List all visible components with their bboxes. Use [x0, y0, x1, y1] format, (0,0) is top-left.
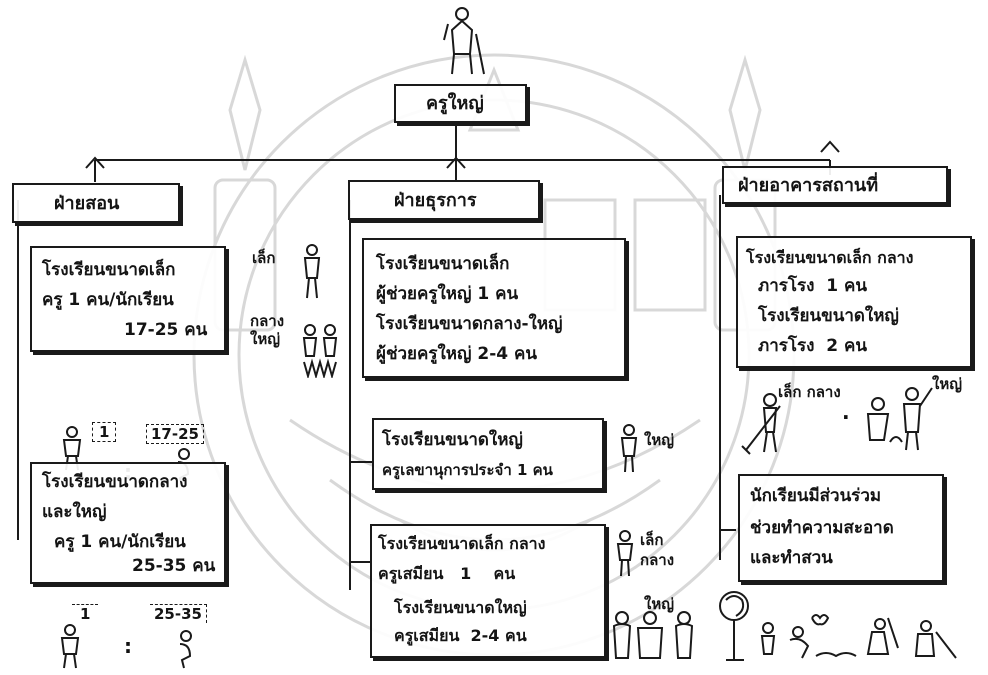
teacher-figure-icon-2	[60, 624, 80, 669]
janitor-size-small-medium-label: เล็ก กลาง	[778, 383, 841, 401]
teaching-small-line2: ครู 1 คน/นักเรียน	[42, 290, 174, 310]
janitors-group-icon	[866, 387, 933, 451]
teaching-large-line4: 25-35 คน	[132, 556, 216, 576]
teaching-department-header: ฝ่ายสอน	[12, 183, 180, 223]
secretary-figure-icon	[620, 424, 638, 473]
admin-assistants-box: โรงเรียนขนาดเล็ก ผู้ช่วยครูใหญ่ 1 คน โรง…	[362, 238, 626, 378]
teaching-large-line2: และใหญ่	[42, 502, 107, 522]
admin-department-header: ฝ่ายธุรการ	[348, 180, 540, 220]
facilities-janitor-line4: ภารโรง 2 คน	[758, 336, 868, 356]
facilities-students-box: นักเรียนมีส่วนร่วม ช่วยทำความสะอาด และทำ…	[738, 474, 944, 582]
assistant-figure-icon	[303, 244, 321, 299]
principal-figure-icon	[443, 7, 485, 75]
facilities-department-title: ฝ่ายอาคารสถานที่	[738, 175, 879, 196]
teacher-count-label-large: 1	[72, 604, 99, 623]
teaching-large-line1: โรงเรียนขนาดกลาง	[42, 472, 188, 492]
clerk-size-large-label: ใหญ่	[644, 595, 674, 613]
admin-clerk-line2: ครูเสมียน 1 คน	[378, 564, 516, 583]
teaching-small-school-box: โรงเรียนขนาดเล็ก ครู 1 คน/นักเรียน 17-25…	[30, 246, 226, 352]
teaching-department-title: ฝ่ายสอน	[54, 193, 120, 214]
admin-size-small-label: เล็ก	[252, 249, 276, 267]
facilities-janitor-box: โรงเรียนขนาดเล็ก กลาง ภารโรง 1 คน โรงเรี…	[736, 236, 972, 368]
clerk-size-small-label: เล็ก กลาง	[640, 531, 675, 569]
admin-assistants-line3: โรงเรียนขนาดกลาง-ใหญ่	[376, 314, 563, 334]
admin-assistants-line2: ผู้ช่วยครูใหญ่ 1 คน	[376, 284, 519, 304]
student-count-label: 17-25	[146, 424, 204, 444]
clerks-group-icon	[612, 611, 694, 659]
facilities-janitor-line1: โรงเรียนขนาดเล็ก กลาง	[746, 248, 914, 267]
facilities-janitor-line3: โรงเรียนขนาดใหญ่	[758, 306, 899, 326]
teaching-small-line1: โรงเรียนขนาดเล็ก	[42, 260, 176, 280]
admin-assistants-line1: โรงเรียนขนาดเล็ก	[376, 254, 510, 274]
janitor-sweeping-icon	[741, 393, 781, 455]
admin-size-medium-large-label: กลาง ใหญ่	[250, 312, 285, 348]
teaching-large-line3: ครู 1 คน/นักเรียน	[54, 532, 186, 552]
teacher-count-label: 1	[92, 422, 117, 442]
admin-clerk-line1: โรงเรียนขนาดเล็ก กลาง	[378, 534, 546, 553]
facilities-department-header: ฝ่ายอาคารสถานที่	[722, 166, 948, 204]
admin-secretary-box: โรงเรียนขนาดใหญ่ ครูเลขานุการประจำ 1 คน	[372, 418, 604, 490]
teaching-small-line3: 17-25 คน	[124, 320, 208, 340]
janitor-size-large-label: ใหญ่	[932, 375, 962, 393]
admin-clerk-box: โรงเรียนขนาดเล็ก กลาง ครูเสมียน 1 คน โรง…	[370, 524, 606, 658]
facilities-students-line3: และทำสวน	[750, 548, 833, 568]
admin-assistants-line4: ผู้ช่วยครูใหญ่ 2-4 คน	[376, 344, 538, 364]
admin-clerk-line4: ครูเสมียน 2-4 คน	[394, 626, 527, 645]
facilities-students-line1: นักเรียนมีส่วนร่วม	[750, 486, 882, 506]
facilities-students-line2: ช่วยทำความสะอาด	[750, 518, 894, 538]
admin-clerk-line3: โรงเรียนขนาดใหญ่	[394, 598, 527, 617]
principal-label: ครูใหญ่	[426, 93, 484, 114]
assistants-group-icon	[302, 324, 338, 378]
admin-department-title: ฝ่ายธุรการ	[394, 190, 477, 211]
ellipsis-dot-facilities: .	[842, 400, 850, 424]
ellipsis-dots-2: :	[124, 634, 132, 658]
principal-box: ครูใหญ่	[394, 84, 527, 123]
teaching-large-school-box: โรงเรียนขนาดกลาง และใหญ่ ครู 1 คน/นักเรี…	[30, 462, 226, 584]
clerk-figure-icon	[616, 530, 634, 577]
secretary-size-label: ใหญ่	[644, 431, 674, 449]
admin-secretary-line2: ครูเลขานุการประจำ 1 คน	[382, 461, 553, 479]
student-figure-icon-2	[179, 630, 192, 669]
students-gardening-icon	[719, 591, 957, 661]
student-count-label-large: 25-35	[150, 604, 207, 623]
facilities-janitor-line2: ภารโรง 1 คน	[758, 276, 868, 296]
admin-secretary-line1: โรงเรียนขนาดใหญ่	[382, 430, 523, 450]
